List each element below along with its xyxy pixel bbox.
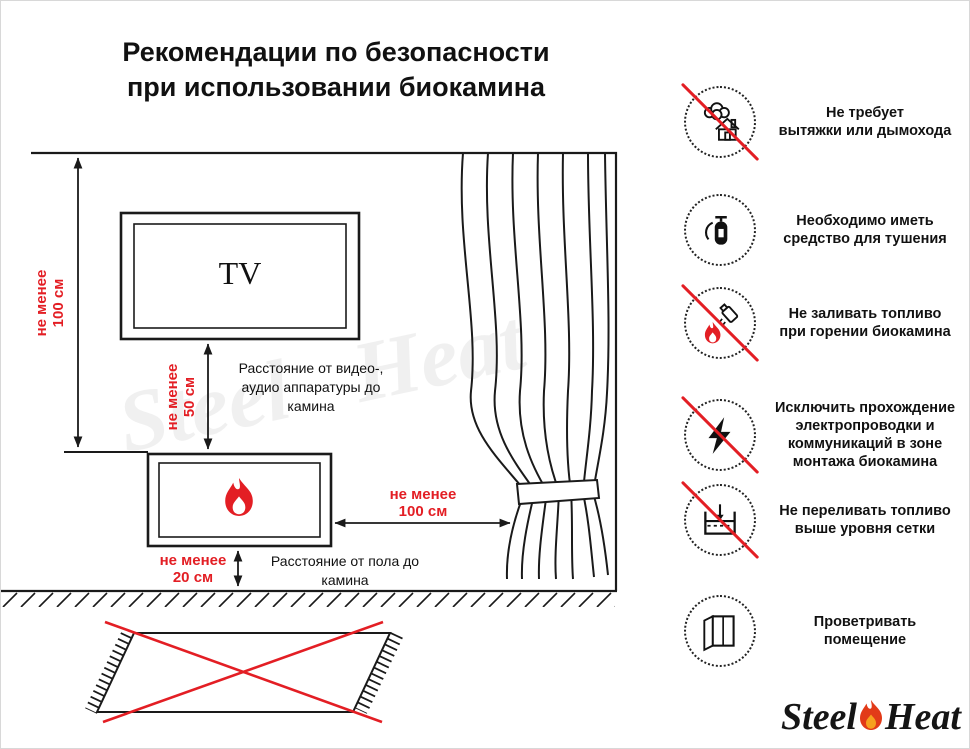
tv-outline <box>119 211 361 341</box>
recommendation-text-6: Проветривать помещение <box>813 614 917 648</box>
room-walls <box>1 151 618 593</box>
dimension-arrows <box>73 157 511 587</box>
no-overfill-icon <box>680 480 760 560</box>
fireplace-outline <box>146 452 333 548</box>
page-title: Рекомендации по безопасности при использ… <box>31 35 641 105</box>
carpet-prohibited-cross <box>102 620 384 724</box>
brand-flame-icon <box>859 700 882 730</box>
curtain-tie <box>515 478 601 506</box>
fireplace-flame-icon <box>225 478 253 516</box>
label-av-distance: Расстояние от видео-, аудио аппаратуры д… <box>238 360 384 414</box>
floor-hatching <box>1 592 615 607</box>
dim-floor-to-fireplace: не менее 20 см <box>159 552 227 586</box>
room-diagram <box>1 151 618 724</box>
prohibition-slash <box>680 480 760 560</box>
brand-logo: Steel Heat <box>781 697 961 737</box>
dim-fireplace-to-curtain: не менее 100 см <box>389 486 457 520</box>
brand-logo-part1: Steel <box>781 696 857 738</box>
no-electrical-wiring-icon <box>680 395 760 475</box>
prohibition-slash <box>680 395 760 475</box>
tv-label: TV <box>218 255 262 291</box>
label-floor-distance: Расстояние от пола до камина <box>270 553 420 588</box>
recommendation-text-5: Не переливать топливо выше уровня сетки <box>779 503 951 537</box>
recommendation-text-4: Исключить прохождение электропроводки и … <box>774 400 956 470</box>
prohibition-slash <box>680 82 760 162</box>
prohibition-slash <box>680 283 760 363</box>
page-title-line1: Рекомендации по безопасности <box>122 37 550 67</box>
recommendation-text-2: Необходимо иметь средство для тушения <box>783 213 947 247</box>
no-chimney-icon <box>680 82 760 162</box>
recommendation-text-3: Не заливать топливо при горении биокамин… <box>779 306 951 340</box>
extinguisher-icon <box>684 194 756 266</box>
no-refuel-while-burning-icon <box>680 283 760 363</box>
recommendation-text-1: Не требует вытяжки или дымохода <box>778 105 952 139</box>
ventilate-room-icon <box>684 595 756 667</box>
dim-tv-to-fireplace: не менее 50 см <box>164 363 198 431</box>
page-title-line2: при использовании биокамина <box>126 72 546 102</box>
brand-logo-part2: Heat <box>884 696 961 738</box>
dim-ceiling-to-fireplace: не менее 100 см <box>33 269 67 337</box>
curtain <box>460 152 610 580</box>
